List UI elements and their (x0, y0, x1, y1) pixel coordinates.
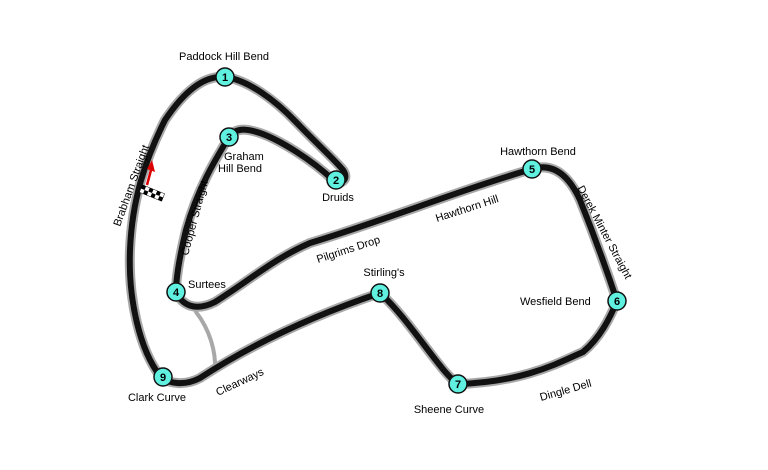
marker-number: 3 (226, 132, 232, 144)
marker-8: 8 (370, 283, 390, 303)
corner-label-wesfield-bend: Wesfield Bend (520, 296, 591, 308)
track (126, 73, 620, 387)
marker-number: 9 (160, 372, 166, 384)
marker-number: 6 (614, 296, 620, 308)
straight-label-clearways: Clearways (214, 366, 266, 399)
corner-label-clark-curve: Clark Curve (128, 392, 186, 404)
marker-number: 4 (173, 287, 180, 299)
corner-label-surtees: Surtees (188, 279, 226, 291)
marker-number: 8 (377, 288, 383, 300)
marker-2: 2 (326, 170, 346, 190)
marker-5: 5 (522, 159, 542, 179)
track-edge (124, 71, 622, 389)
track-edge-path (124, 71, 622, 389)
corner-label-paddock-hill-bend: Paddock Hill Bend (179, 51, 269, 63)
marker-3: 3 (219, 127, 239, 147)
marker-number: 7 (455, 379, 461, 391)
corner-label-stirlings: Stirling's (363, 267, 405, 279)
corner-labels: Paddock Hill Bend Druids Graham Hill Ben… (128, 51, 591, 416)
corner-label-sheene-curve: Sheene Curve (414, 404, 484, 416)
track-path (126, 73, 620, 387)
marker-6: 6 (607, 291, 627, 311)
corner-label-hawthorn-bend: Hawthorn Bend (500, 146, 576, 158)
checkered-flag-icon (139, 184, 165, 202)
corner-label-graham-line2: Hill Bend (218, 163, 262, 175)
corner-markers: 1 2 3 4 5 6 7 8 (153, 67, 627, 394)
marker-7: 7 (448, 374, 468, 394)
corner-label-graham-line1: Graham (224, 151, 264, 163)
marker-1: 1 (215, 67, 235, 87)
bypass-link (194, 310, 218, 372)
marker-9: 9 (153, 367, 173, 387)
marker-number: 5 (529, 164, 535, 176)
corner-label-druids: Druids (322, 192, 354, 204)
straight-label-dingle-dell: Dingle Dell (539, 378, 593, 404)
direction-arrow-icon (145, 160, 155, 186)
marker-number: 2 (333, 175, 339, 187)
marker-4: 4 (166, 282, 186, 302)
marker-number: 1 (222, 72, 228, 84)
